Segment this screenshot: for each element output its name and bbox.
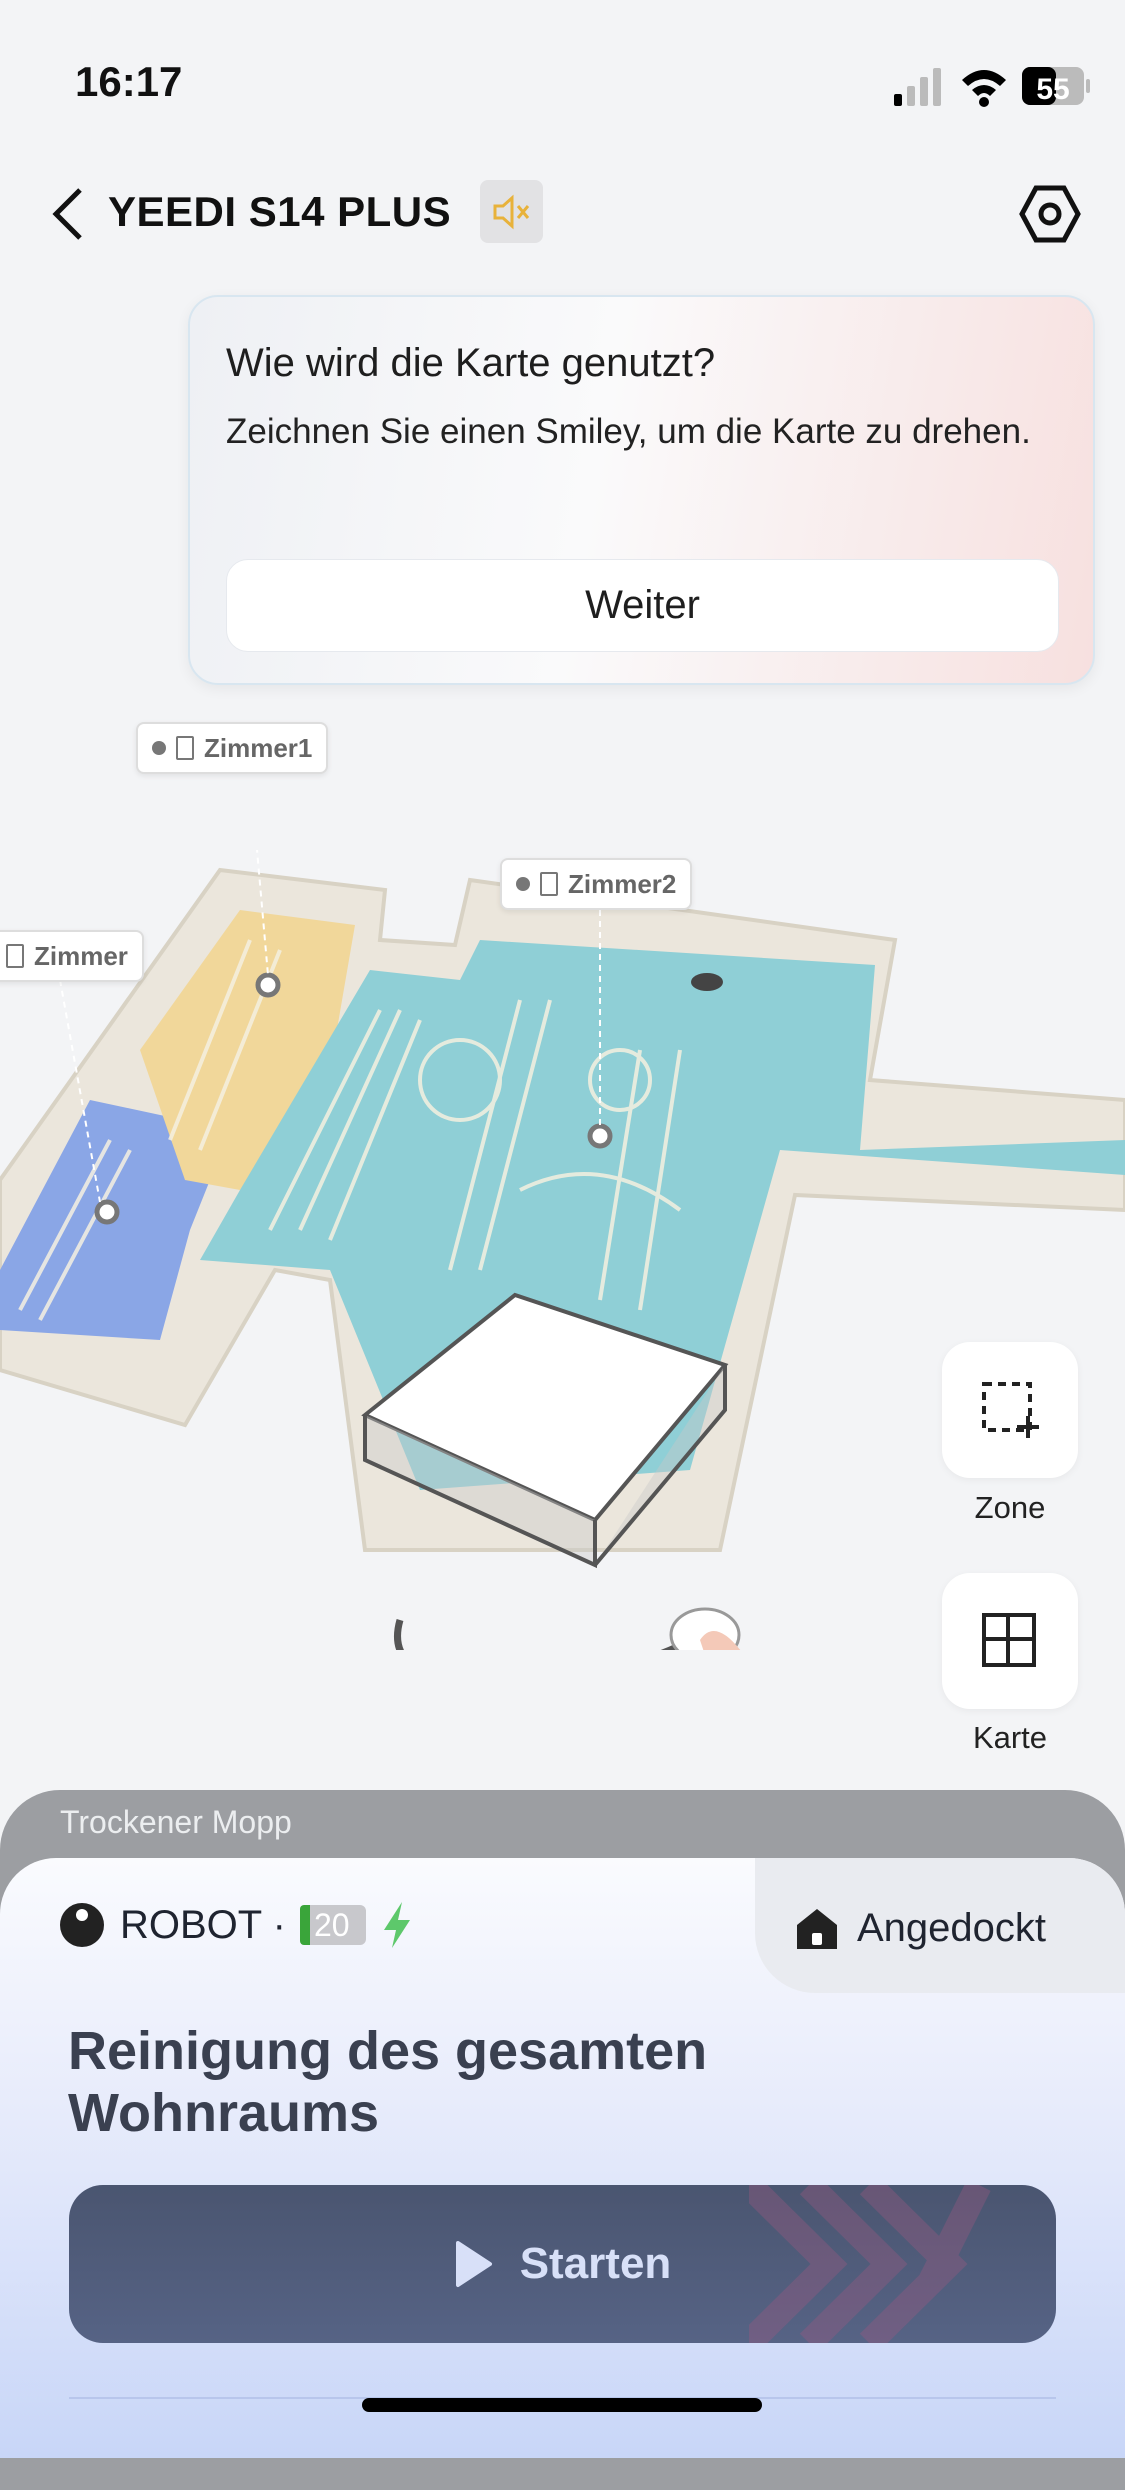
- room-label-zimmer1[interactable]: Zimmer1: [136, 722, 329, 774]
- room-dot-icon: [152, 741, 166, 755]
- gesture-hand-icon: [669, 1607, 741, 1650]
- continue-button[interactable]: Weiter: [226, 559, 1059, 652]
- floor-map[interactable]: [0, 850, 1125, 1650]
- tip-card: Wie wird die Karte genutzt? Zeichnen Sie…: [188, 295, 1095, 685]
- chevron-decoration-icon: [749, 2185, 991, 2343]
- charging-bolt-icon: [383, 1902, 410, 1948]
- robot-name: ROBOT ·: [120, 1902, 286, 1947]
- zone-select-icon: [982, 1382, 1039, 1438]
- robot-status: ROBOT · 20: [58, 1900, 414, 1950]
- signal-wifi-battery-icon: 55: [894, 67, 1090, 107]
- robot-icon: [60, 1903, 104, 1947]
- map-edit-icon: [982, 1613, 1036, 1667]
- home-icon: [797, 1908, 837, 1949]
- battery-icon: 20: [299, 1905, 366, 1945]
- start-button[interactable]: Starten: [69, 2185, 1056, 2343]
- cleaning-mode[interactable]: Trockener Mopp: [60, 1804, 292, 1840]
- room-name: Zimmer1: [204, 732, 313, 763]
- room-name: Zimmer: [34, 940, 128, 971]
- dock-status-label: Angedockt: [857, 1906, 1047, 1950]
- dock-status[interactable]: Angedockt: [755, 1858, 1125, 1993]
- status-time: 16:17: [75, 58, 183, 105]
- mute-button[interactable]: [480, 180, 543, 243]
- settings-hexagon-icon[interactable]: [1018, 182, 1082, 246]
- home-indicator[interactable]: [362, 2398, 762, 2412]
- zone-label: Zone: [974, 1490, 1046, 1525]
- room-label-zimmer[interactable]: Zimmer: [0, 930, 144, 982]
- zone-button[interactable]: [942, 1342, 1078, 1478]
- status-icons: 55: [892, 62, 1102, 117]
- start-label: Starten: [519, 2239, 672, 2288]
- tip-text: Zeichnen Sie einen Smiley, um die Karte …: [226, 412, 1031, 451]
- back-chevron-icon[interactable]: [48, 186, 84, 242]
- door-icon: [176, 736, 194, 760]
- map-label: Karte: [972, 1720, 1048, 1755]
- room-dot-icon: [516, 877, 530, 891]
- door-icon: [540, 872, 558, 896]
- door-icon: [6, 944, 24, 968]
- room-name: Zimmer2: [568, 868, 677, 899]
- cleaning-title: Reinigung des gesamten Wohnraums: [68, 2021, 708, 2143]
- battery-level: 20: [313, 1907, 350, 1943]
- map-button[interactable]: [942, 1573, 1078, 1709]
- speaker-muted-icon: [493, 194, 529, 229]
- play-icon: [455, 2241, 492, 2287]
- device-title: YEEDI S14 PLUS: [108, 188, 452, 235]
- room-label-zimmer2[interactable]: Zimmer2: [500, 858, 693, 910]
- svg-text:55: 55: [1036, 73, 1069, 106]
- tip-title: Wie wird die Karte genutzt?: [226, 341, 716, 385]
